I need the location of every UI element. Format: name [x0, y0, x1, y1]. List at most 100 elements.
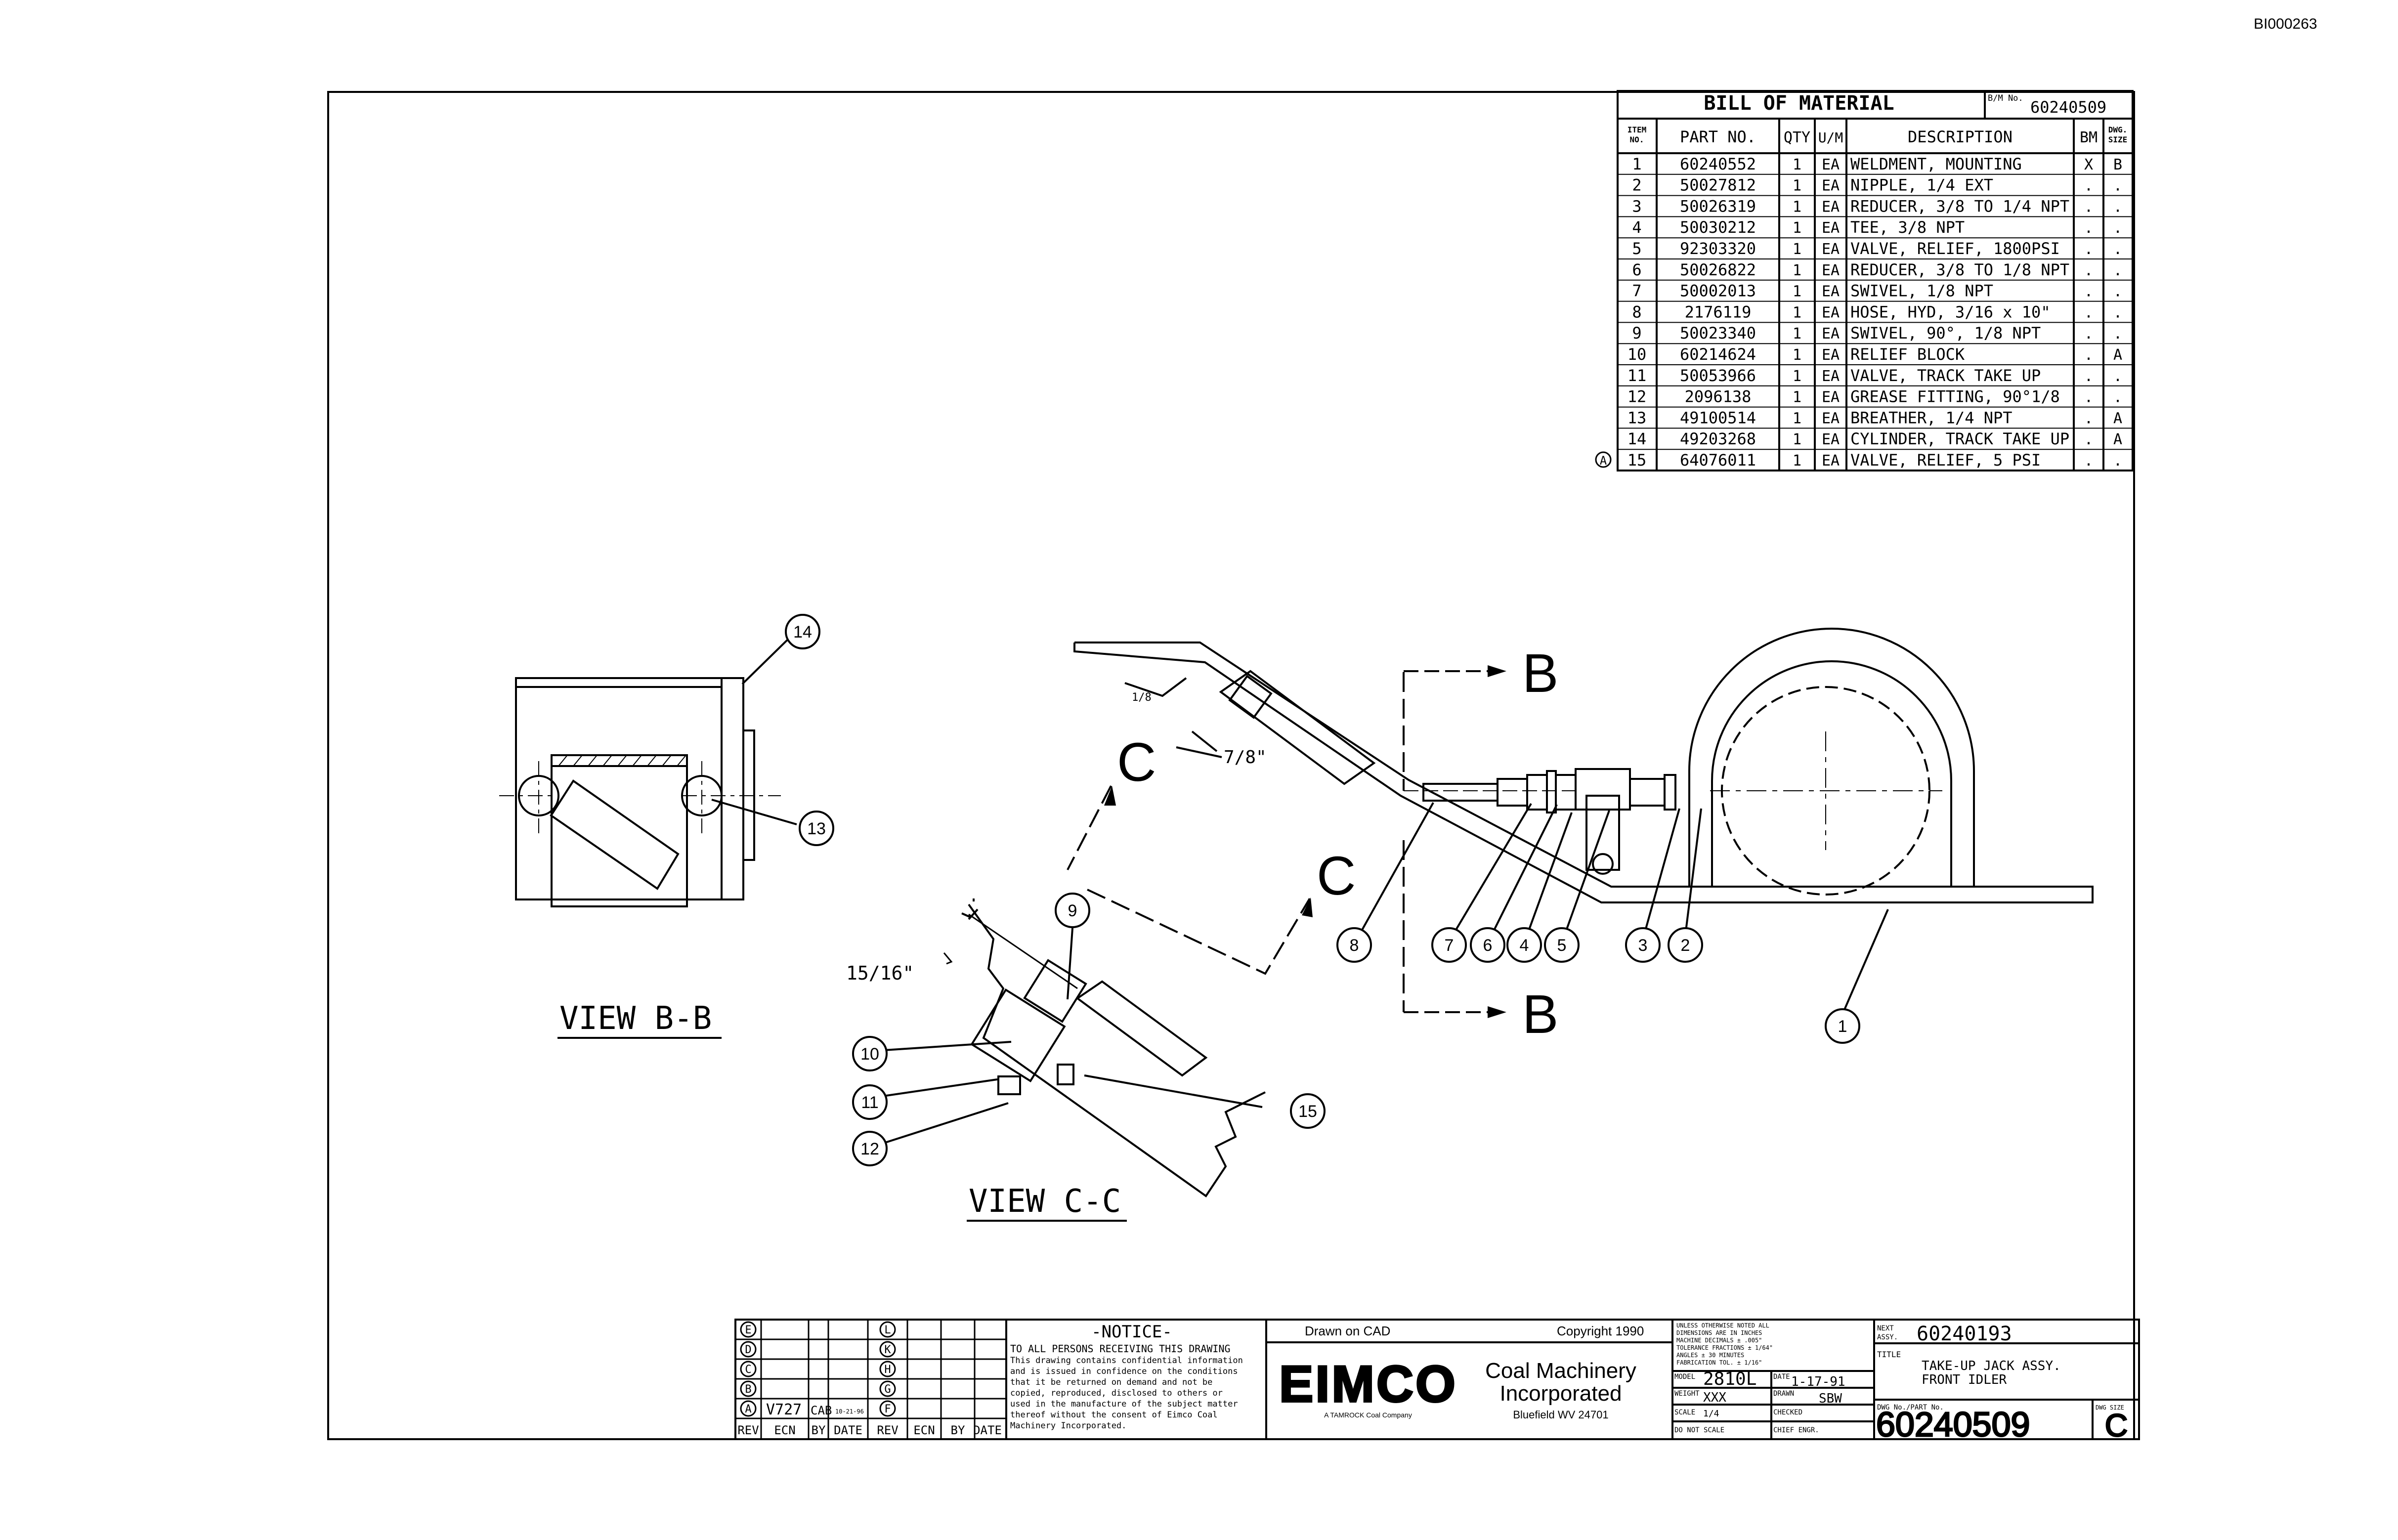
- rev-letter-circle: [740, 1361, 757, 1377]
- balloon-3: 3: [1638, 936, 1648, 955]
- balloon-circle: [1544, 927, 1580, 963]
- bom-number-label: B/M No.: [1988, 93, 2023, 103]
- bom-item: 13: [1627, 408, 1647, 427]
- bom-um: EA: [1822, 346, 1840, 364]
- bom-item: 6: [1632, 260, 1641, 279]
- dwg-no-value: 60240509: [1876, 1405, 2030, 1444]
- bom-part: 50030212: [1680, 218, 1756, 237]
- rev-letter-right: L: [884, 1324, 891, 1336]
- bom-bm: .: [2084, 368, 2093, 385]
- col-ecn-right: ECN: [913, 1423, 935, 1437]
- bom-um: EA: [1822, 368, 1840, 385]
- notice-line: thereof without the consent of Eimco Coa…: [1010, 1410, 1218, 1420]
- bom-um: EA: [1822, 452, 1840, 470]
- rev-letter-circle: [740, 1321, 757, 1338]
- bom-bm: .: [2084, 241, 2093, 258]
- bom-dwg: A: [2113, 410, 2122, 427]
- bom-um: EA: [1822, 389, 1840, 406]
- bom-bm: .: [2084, 431, 2093, 448]
- bom-desc: VALVE, RELIEF, 1800PSI: [1850, 239, 2060, 258]
- view-bb-label: VIEW B-B: [559, 1000, 712, 1037]
- rev-letter-left: D: [745, 1344, 751, 1356]
- balloon-7: 7: [1445, 936, 1454, 955]
- bom-bm: .: [2084, 389, 2093, 406]
- bom-um: EA: [1822, 304, 1840, 321]
- notice-line: This drawing contains confidential infor…: [1010, 1356, 1243, 1366]
- bom-bm: .: [2084, 410, 2093, 427]
- bom-um: EA: [1822, 177, 1840, 195]
- bom-desc: TEE, 3/8 NPT: [1850, 218, 1965, 237]
- section-b-arrow-top: [1488, 665, 1506, 677]
- bom-qty: 1: [1793, 304, 1801, 321]
- balloon-6: 6: [1483, 936, 1493, 955]
- bom-dwg: .: [2113, 262, 2122, 279]
- rev-letter-left: B: [745, 1383, 751, 1396]
- bom-qty: 1: [1793, 389, 1801, 406]
- balloon-circle: [1668, 927, 1703, 963]
- balloon-9: 9: [1068, 901, 1077, 920]
- bom-dwg: A: [2113, 431, 2122, 448]
- rev-letter-circle: [740, 1380, 757, 1397]
- notice-line: used in the manufacture of the subject m…: [1010, 1399, 1238, 1409]
- model-label: MODEL: [1674, 1373, 1695, 1381]
- bom-item: 7: [1632, 282, 1641, 300]
- rev-a-marker: A: [1600, 454, 1607, 468]
- balloon-circle: [1625, 927, 1661, 963]
- bom-bm: .: [2084, 304, 2093, 321]
- bom-desc: REDUCER, 3/8 TO 1/4 NPT: [1850, 197, 2069, 215]
- bom-bm: .: [2084, 262, 2093, 279]
- balloon-circle: [1470, 927, 1505, 963]
- weight-value: XXX: [1703, 1390, 1726, 1405]
- balloon-13: 13: [807, 819, 826, 838]
- balloon-12: 12: [860, 1140, 879, 1158]
- copyright: Copyright 1990: [1557, 1324, 1644, 1338]
- bom-qty: 1: [1793, 156, 1801, 173]
- view-bb-drawing: [499, 637, 797, 907]
- bom-um: EA: [1822, 325, 1840, 342]
- bom-part: 60214624: [1680, 345, 1756, 364]
- bom-header-part: PART NO.: [1680, 128, 1756, 146]
- company-subtitle: A TAMROCK Coal Company: [1324, 1411, 1412, 1419]
- rev-letter-circle: [879, 1321, 896, 1338]
- bom-dwg: .: [2113, 241, 2122, 258]
- bom-qty: 1: [1793, 262, 1801, 279]
- balloon-circle: [1825, 1008, 1860, 1044]
- bom-desc: WELDMENT, MOUNTING: [1850, 155, 2022, 173]
- dimension-15-16: 15/16": [846, 962, 914, 984]
- main-assembly-drawing: [1067, 628, 2094, 1015]
- rev-letter-circle: [740, 1400, 757, 1417]
- section-c-label-left: C: [1117, 732, 1156, 793]
- bom-part: 50026822: [1680, 260, 1756, 279]
- bom-desc: SWIVEL, 1/8 NPT: [1850, 282, 1993, 300]
- bom-desc: VALVE, RELIEF, 5 PSI: [1850, 451, 2041, 470]
- bom-um: EA: [1822, 262, 1840, 279]
- section-c-arrow-right: [1302, 898, 1313, 917]
- model-value: 2810L: [1703, 1369, 1756, 1389]
- bom-title: BILL OF MATERIAL: [1704, 92, 1894, 115]
- document-id: BI000263: [2254, 16, 2317, 32]
- bom-part: 50023340: [1680, 324, 1756, 342]
- bom-desc: HOSE, HYD, 3/16 x 10": [1850, 302, 2051, 321]
- bill-of-material: BILL OF MATERIAL B/M No. 60240509 ITEM N…: [1595, 90, 2134, 471]
- balloon-2: 2: [1681, 936, 1690, 955]
- rev-letter-left: E: [745, 1324, 751, 1336]
- weight-label: WEIGHT: [1674, 1390, 1700, 1398]
- rev-letter-left: C: [745, 1364, 751, 1376]
- rev-letter-circle: [879, 1400, 896, 1417]
- bom-bm: .: [2084, 198, 2093, 215]
- bom-item: 1: [1632, 155, 1641, 173]
- drawn-on-cad: Drawn on CAD: [1305, 1324, 1390, 1338]
- tolerance-line: UNLESS OTHERWISE NOTED ALL: [1676, 1322, 1769, 1329]
- balloon-8: 8: [1350, 936, 1359, 955]
- balloon-circle: [1431, 927, 1467, 963]
- bom-header-item: ITEM: [1627, 125, 1647, 134]
- rev-a-date: 10-21-96: [835, 1408, 864, 1415]
- bom-header-bm: BM: [2080, 129, 2098, 146]
- rev-a-by: CAB: [811, 1404, 832, 1417]
- rev-letter-circle: [879, 1341, 896, 1358]
